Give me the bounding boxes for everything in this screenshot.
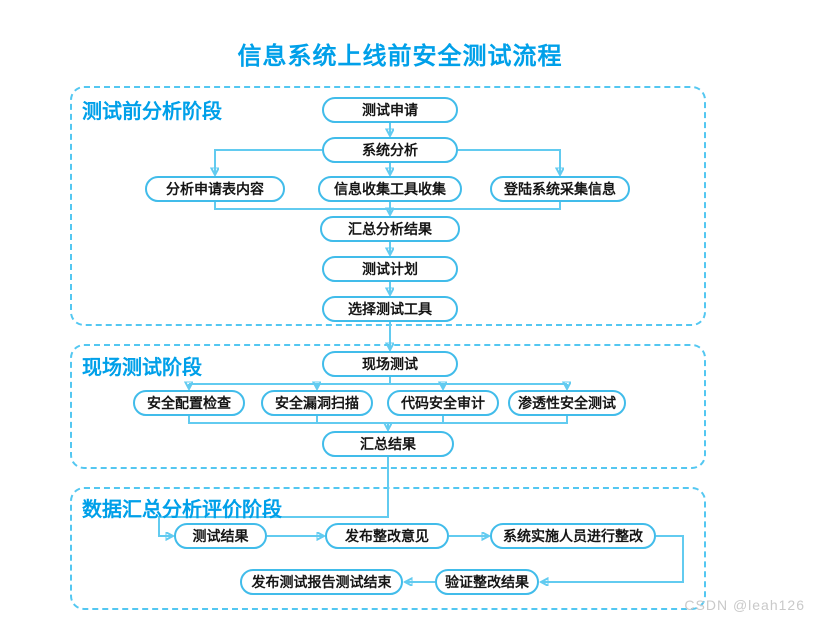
connector-merge-row3: [214, 202, 561, 210]
node-login-system-collect: 登陆系统采集信息: [490, 176, 630, 202]
page-title: 信息系统上线前安全测试流程: [237, 43, 563, 70]
node-test-plan: 测试计划: [322, 256, 458, 282]
node-implementers-rectify: 系统实施人员进行整改: [490, 523, 656, 549]
csdn-watermark: CSDN @leah126: [684, 597, 805, 613]
connector-fix-to-verify: [542, 535, 684, 582]
connector-merge-row-tests: [188, 416, 568, 424]
node-summarize-analysis-results: 汇总分析结果: [320, 216, 460, 242]
node-onsite-test: 现场测试: [322, 351, 458, 377]
node-system-analysis: 系统分析: [322, 137, 458, 163]
node-security-config-check: 安全配置检查: [133, 390, 245, 416]
node-summarize-results: 汇总结果: [322, 431, 454, 457]
node-test-results: 测试结果: [174, 523, 267, 549]
node-test-application: 测试申请: [322, 97, 458, 123]
section-label-pre-analysis: 测试前分析阶段: [82, 101, 222, 123]
node-info-tool-collection: 信息收集工具收集: [318, 176, 462, 202]
connector-sum-result-to-test-result: [158, 457, 389, 536]
node-analyze-application-form: 分析申请表内容: [145, 176, 285, 202]
section-label-data-evaluation: 数据汇总分析评价阶段: [82, 499, 282, 521]
node-code-security-audit: 代码安全审计: [387, 390, 499, 416]
node-vulnerability-scan: 安全漏洞扫描: [261, 390, 373, 416]
connector-sys-to-login: [458, 149, 560, 174]
connector-sys-to-form: [215, 149, 322, 174]
node-publish-report-test-end: 发布测试报告测试结束: [240, 569, 403, 595]
node-penetration-test: 渗透性安全测试: [508, 390, 626, 416]
section-pre-analysis-phase: [70, 86, 706, 326]
section-label-onsite-test: 现场测试阶段: [82, 357, 202, 379]
node-issue-rectification-opinions: 发布整改意见: [325, 523, 449, 549]
node-choose-test-tools: 选择测试工具: [322, 296, 458, 322]
node-verify-rectification-results: 验证整改结果: [435, 569, 539, 595]
